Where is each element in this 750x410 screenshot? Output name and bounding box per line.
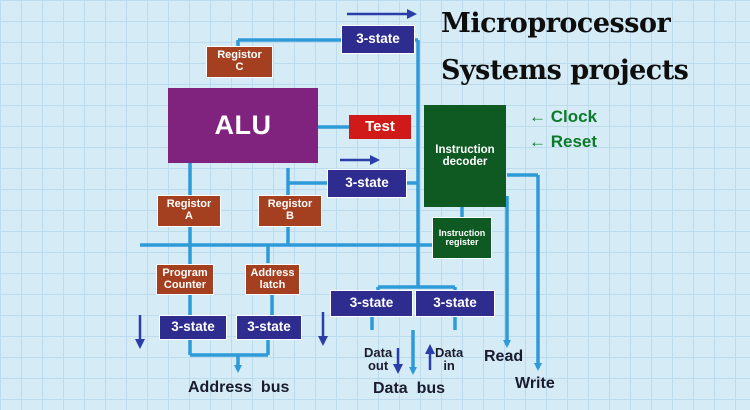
test-block: Test — [349, 115, 411, 139]
register-b: Registor B — [258, 195, 322, 227]
arrow-left-icon: ← — [529, 132, 546, 151]
address-latch: Address latch — [245, 264, 300, 295]
write-label: Write — [515, 375, 555, 392]
three-state-buffer-data-out: 3-state — [330, 290, 413, 317]
instruction-register: Instruction register — [432, 217, 492, 259]
three-state-buffer-mid: 3-state — [327, 169, 407, 198]
reset-signal: ← Reset — [529, 132, 597, 152]
data-out-label: Data out — [364, 345, 393, 373]
register-a: Registor A — [157, 195, 221, 227]
three-state-buffer-top: 3-state — [341, 25, 415, 54]
program-counter: Program Counter — [156, 264, 214, 295]
three-state-buffer-address-1: 3-state — [159, 315, 227, 340]
title-line-1: Microprocessor — [441, 8, 671, 39]
arrow-left-icon: ← — [529, 107, 546, 126]
read-label: Read — [484, 348, 524, 365]
address-bus-label: Address bus — [188, 379, 290, 396]
data-in-label: Data in — [435, 345, 464, 373]
three-state-buffer-data-in: 3-state — [415, 290, 495, 317]
three-state-buffer-address-2: 3-state — [236, 315, 302, 340]
title-line-2: Systems projects — [441, 55, 689, 86]
clock-label: Clock — [550, 107, 598, 126]
data-bus-label: Data bus — [373, 380, 446, 397]
reset-label: Reset — [550, 132, 598, 151]
clock-signal: ← Clock — [529, 107, 597, 127]
instruction-decoder: Instruction decoder — [424, 105, 506, 207]
register-c: Registor C — [206, 46, 273, 78]
alu-block: ALU — [168, 88, 318, 163]
